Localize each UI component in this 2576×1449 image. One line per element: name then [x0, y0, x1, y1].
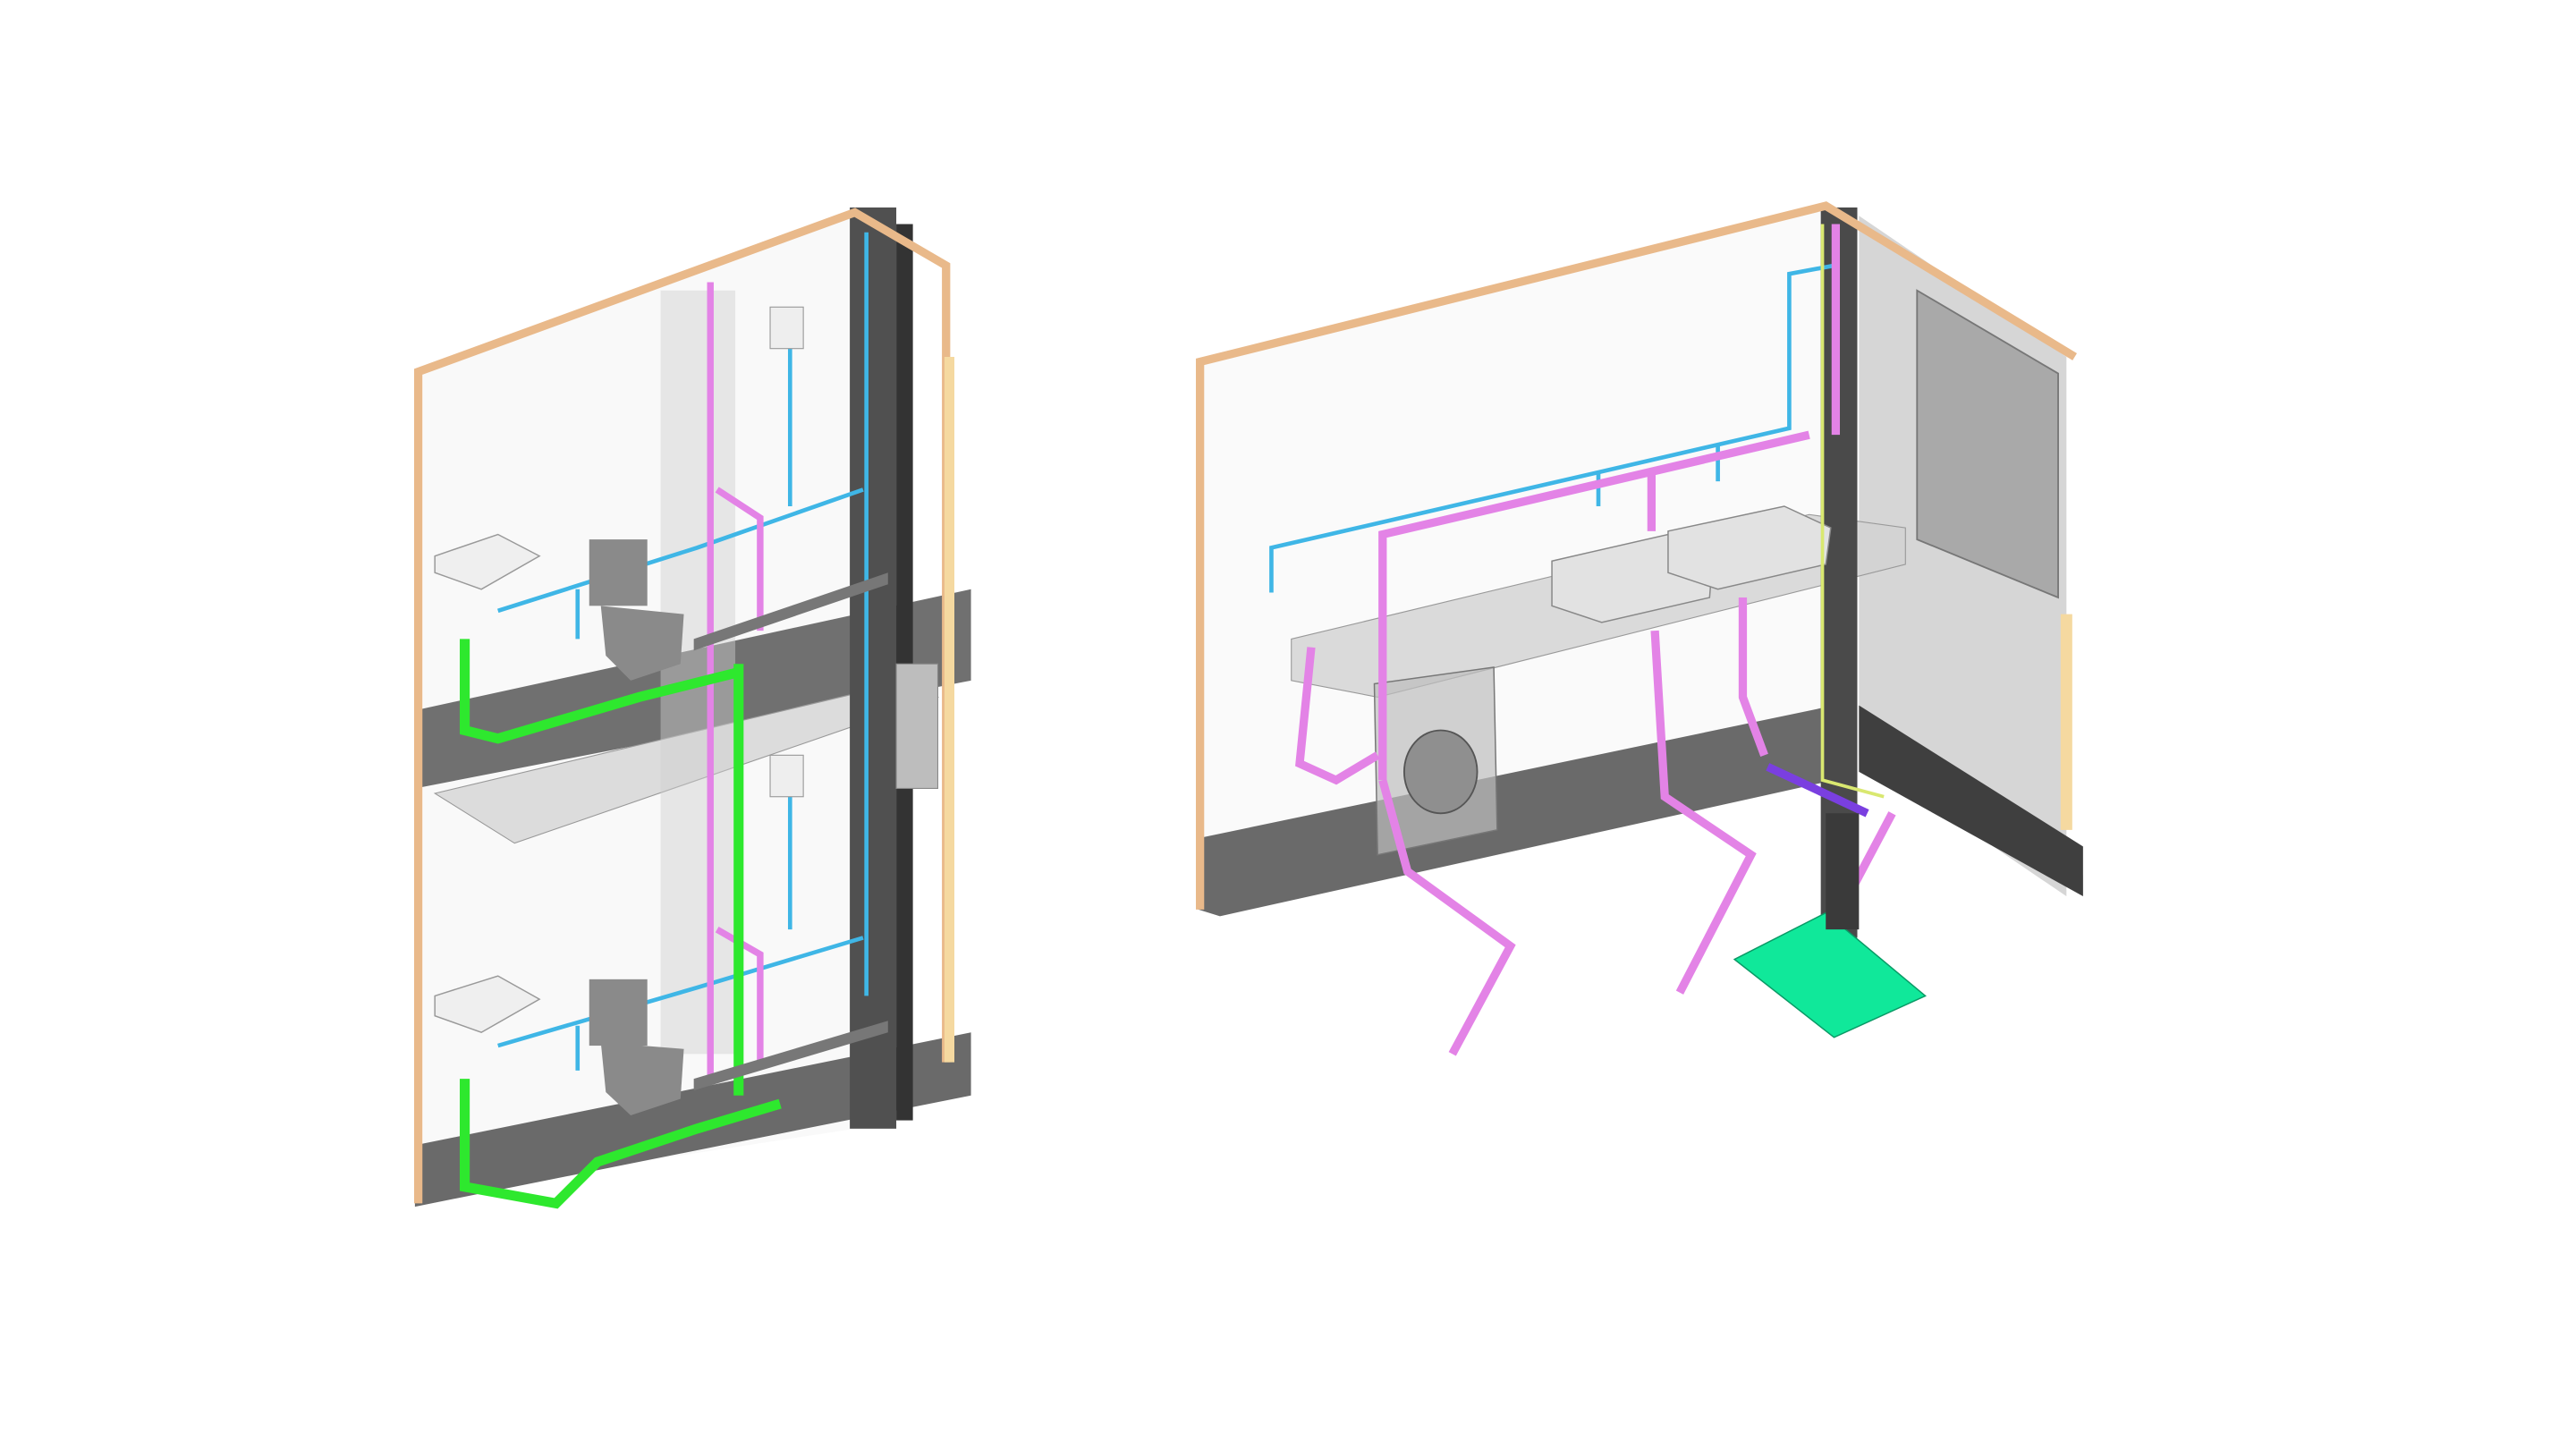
footing: [1733, 813, 1927, 1038]
left-bathroom-model: [413, 207, 971, 1209]
window-panel-left: [895, 663, 939, 790]
lower-floor-slab: [414, 1032, 971, 1208]
base-slab-right: [1198, 705, 1835, 917]
sewer-pipes-right: [1295, 224, 1896, 1056]
gas-line-right: [1820, 224, 1885, 799]
back-wall-glass: [1203, 207, 1826, 905]
vent-pipes-left: [460, 639, 782, 1209]
cold-water-pipes-right: [1269, 263, 1835, 593]
sink-upper: [434, 533, 541, 590]
laundry-sink-2: [1667, 505, 1832, 590]
towel-bar-upper: [769, 306, 804, 350]
sink-lower: [434, 975, 541, 1034]
towel-bar-lower: [769, 754, 804, 798]
structural-column: [850, 207, 897, 1129]
drain-pipe-right: [1766, 763, 1869, 818]
shelf-bar-upper: [693, 572, 888, 651]
washer-door: [1402, 729, 1479, 815]
toilet-upper: [589, 539, 684, 681]
upper-floor-slab: [414, 589, 971, 789]
right-laundry-model: [1196, 201, 2083, 1056]
toilet-lower: [589, 979, 684, 1116]
side-slab-right: [1859, 705, 2083, 897]
right-frame: [1196, 201, 2077, 910]
shelf-bar-lower: [693, 1021, 888, 1091]
window-right: [1916, 289, 2059, 599]
